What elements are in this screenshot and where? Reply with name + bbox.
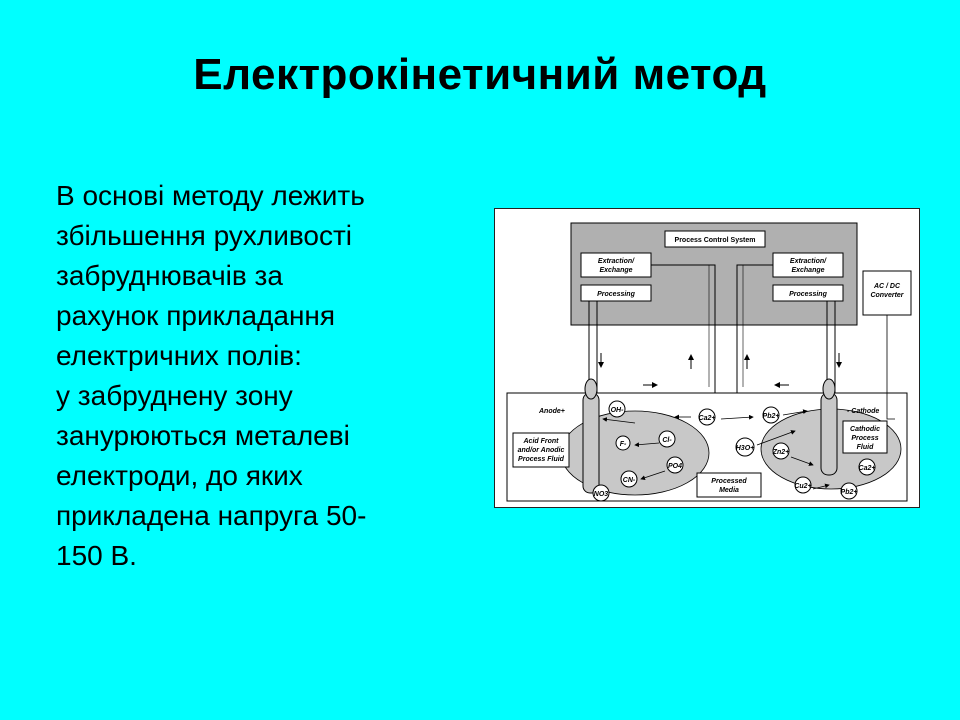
acid-front-label-2: and/or Anodic bbox=[518, 447, 565, 454]
cathode-electrode bbox=[820, 392, 838, 476]
processed-media-box bbox=[696, 472, 762, 498]
ion-cn: CN- bbox=[620, 470, 638, 488]
ion-zn: Zn2+ bbox=[772, 442, 790, 460]
acid-front-label-3: Process Fluid bbox=[518, 456, 565, 463]
ion-pb2: Pb2+ bbox=[840, 482, 858, 500]
cathodic-fluid-box bbox=[842, 420, 888, 454]
processing-right-label: Processing bbox=[789, 291, 827, 298]
ion-h3o: H3O+ bbox=[735, 437, 755, 457]
converter-wire bbox=[886, 315, 895, 420]
ion-f: F- bbox=[615, 435, 631, 451]
svg-text:Cl-: Cl- bbox=[662, 437, 672, 444]
ion-arrow bbox=[812, 483, 830, 490]
ion-arrow bbox=[720, 414, 754, 420]
svg-text:NO3: NO3 bbox=[594, 491, 609, 498]
processing-left-label: Processing bbox=[597, 291, 635, 298]
extraction-right-label-2: Exchange bbox=[791, 267, 824, 274]
anode-head bbox=[584, 378, 598, 400]
cathodic-label-1: Cathodic bbox=[850, 426, 880, 433]
processing-left-box bbox=[580, 284, 652, 302]
svg-text:OH-: OH- bbox=[611, 407, 625, 414]
pipe-right-return-inner bbox=[742, 264, 767, 387]
ion-arrow bbox=[790, 456, 814, 466]
svg-text:F-: F- bbox=[620, 441, 627, 448]
ion-ca2: Ca2+ bbox=[858, 458, 876, 476]
converter-label-1: AC / DC bbox=[873, 283, 901, 290]
svg-text:Pb2+: Pb2+ bbox=[841, 489, 858, 496]
body-line: рахунок прикладання bbox=[56, 300, 336, 331]
body-line: у забруднену зону bbox=[56, 380, 293, 411]
slide-body-text: В основі методу лежить збільшення рухлив… bbox=[56, 176, 476, 576]
extraction-right-box bbox=[772, 252, 844, 278]
body-line: забруднювачів за bbox=[56, 260, 283, 291]
svg-text:Cu2+: Cu2+ bbox=[794, 483, 811, 490]
pipe-left-return-inner bbox=[657, 264, 710, 387]
body-line: електричних полів: bbox=[56, 340, 302, 371]
body-line: прикладена напруга 50- bbox=[56, 500, 367, 531]
body-line: збільшення рухливості bbox=[56, 220, 353, 251]
ion-ca: Ca2+ bbox=[698, 408, 716, 426]
processed-label-1: Processed bbox=[711, 478, 747, 485]
svg-text:Ca2+: Ca2+ bbox=[859, 465, 876, 472]
ion-cu: Cu2+ bbox=[794, 476, 812, 494]
cathodic-label-2: Process bbox=[851, 435, 878, 442]
acid-front-box bbox=[512, 432, 570, 468]
ion-cl: Cl- bbox=[658, 430, 676, 448]
svg-text:Ca2+: Ca2+ bbox=[699, 415, 716, 422]
ion-arrow bbox=[640, 470, 666, 481]
process-control-box bbox=[664, 230, 766, 248]
extraction-left-label-1: Extraction/ bbox=[598, 258, 635, 265]
electrokinetic-diagram: Process Control System Extraction/ Excha… bbox=[494, 208, 920, 508]
ion-pb: Pb2+ bbox=[762, 406, 780, 424]
process-control-label: Process Control System bbox=[675, 237, 756, 244]
ion-no3: NO3 bbox=[592, 484, 610, 502]
cathodic-label-3: Fluid bbox=[857, 444, 874, 451]
extraction-left-box bbox=[580, 252, 652, 278]
cathode-head bbox=[822, 378, 836, 400]
ion-arrow bbox=[602, 417, 636, 424]
cathode-label: - Cathode bbox=[847, 408, 879, 415]
acid-front-label-1: Acid Front bbox=[523, 438, 560, 445]
ion-arrow bbox=[634, 442, 660, 448]
body-line: В основі методу лежить bbox=[56, 180, 365, 211]
body-line: електроди, до яких bbox=[56, 460, 303, 491]
body-line: занурюються металеві bbox=[56, 420, 350, 451]
ion-oh: OH- bbox=[608, 400, 626, 418]
ion-arrow bbox=[782, 409, 808, 416]
anode-label: Anode+ bbox=[538, 408, 565, 415]
ion-po4: PO4 bbox=[666, 456, 684, 474]
ion-arrow bbox=[756, 430, 796, 446]
body-line: 150 В. bbox=[56, 540, 137, 571]
svg-text:PO4: PO4 bbox=[668, 463, 682, 470]
svg-text:H3O+: H3O+ bbox=[736, 445, 754, 452]
svg-text:Zn2+: Zn2+ bbox=[772, 449, 790, 456]
extraction-left-label-2: Exchange bbox=[599, 267, 632, 274]
processing-right-box bbox=[772, 284, 844, 302]
svg-text:CN-: CN- bbox=[623, 477, 636, 484]
anode-electrode bbox=[582, 392, 600, 494]
processed-label-2: Media bbox=[719, 487, 739, 494]
converter-label-2: Converter bbox=[870, 292, 904, 299]
svg-text:Pb2+: Pb2+ bbox=[763, 413, 780, 420]
slide-title: Електрокінетичний метод bbox=[193, 50, 767, 99]
diagram-svg: Process Control System Extraction/ Excha… bbox=[506, 222, 912, 502]
extraction-right-label-1: Extraction/ bbox=[790, 258, 827, 265]
